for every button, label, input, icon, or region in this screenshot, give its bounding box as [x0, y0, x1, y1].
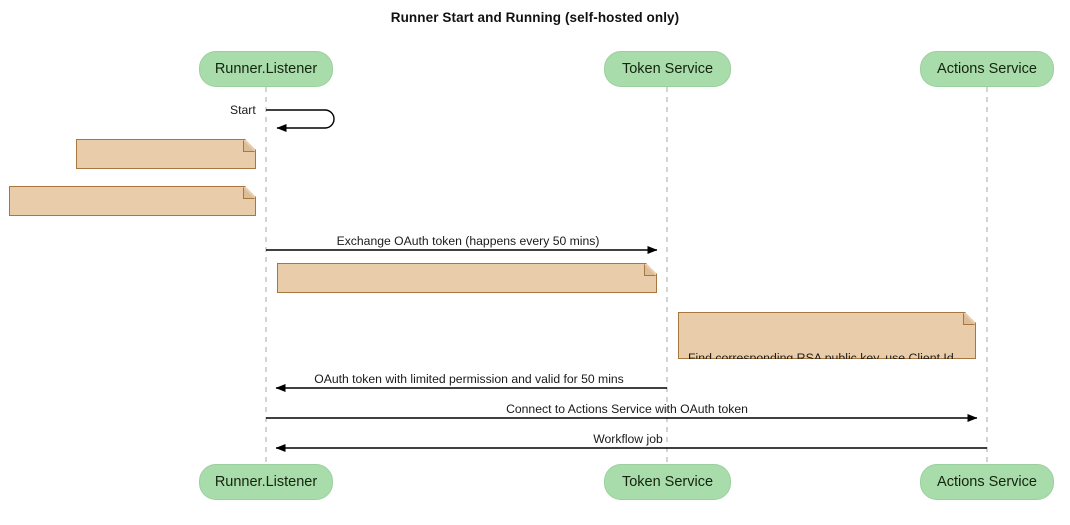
participant-header-token-label: Token Service: [621, 61, 714, 77]
participant-footer-actions[interactable]: Actions Service: [920, 464, 1054, 500]
note-fold-corner-icon: [644, 264, 656, 276]
participant-header-runner[interactable]: Runner.Listener: [199, 51, 333, 87]
note-load-token-registration: Load token registration from .credential…: [9, 186, 256, 216]
participant-footer-actions-label: Actions Service: [937, 474, 1037, 490]
note-fold-corner-icon: [243, 187, 255, 199]
message-label-exchange-oauth: Exchange OAuth token (happens every 50 m…: [336, 234, 600, 248]
note-fold-corner-icon: [243, 140, 255, 152]
participant-footer-runner-label: Runner.Listener: [214, 474, 318, 490]
message-label-connect-actions: Connect to Actions Service with OAuth to…: [506, 402, 748, 416]
participant-footer-token-label: Token Service: [621, 474, 714, 490]
message-arrow-start: [266, 109, 335, 132]
message-label-workflow-job: Workflow job: [593, 432, 663, 446]
participant-header-actions-label: Actions Service: [937, 61, 1037, 77]
participant-header-token[interactable]: Token Service: [604, 51, 731, 87]
message-label-oauth-return: OAuth token with limited permission and …: [314, 372, 624, 386]
diagram-title: Runner Start and Running (self-hosted on…: [390, 10, 680, 25]
note-verify-jwt-text: Find corresponding RSA public key, use C…: [688, 351, 954, 381]
message-label-start: Start: [230, 103, 256, 117]
participant-header-runner-label: Runner.Listener: [214, 61, 318, 77]
note-fold-corner-icon: [963, 313, 975, 325]
note-construct-jwt: Construct JWT token, use Client Id signe…: [277, 263, 657, 293]
note-load-config: Load config info from .runner: [76, 139, 256, 169]
participant-footer-token[interactable]: Token Service: [604, 464, 731, 500]
note-construct-jwt-text: Construct JWT token, use Client Id signe…: [287, 302, 624, 316]
note-load-token-registration-text: Load token registration from .credential…: [19, 225, 239, 239]
note-verify-jwt: Find corresponding RSA public key, use C…: [678, 312, 976, 359]
participant-header-actions[interactable]: Actions Service: [920, 51, 1054, 87]
participant-footer-runner[interactable]: Runner.Listener: [199, 464, 333, 500]
